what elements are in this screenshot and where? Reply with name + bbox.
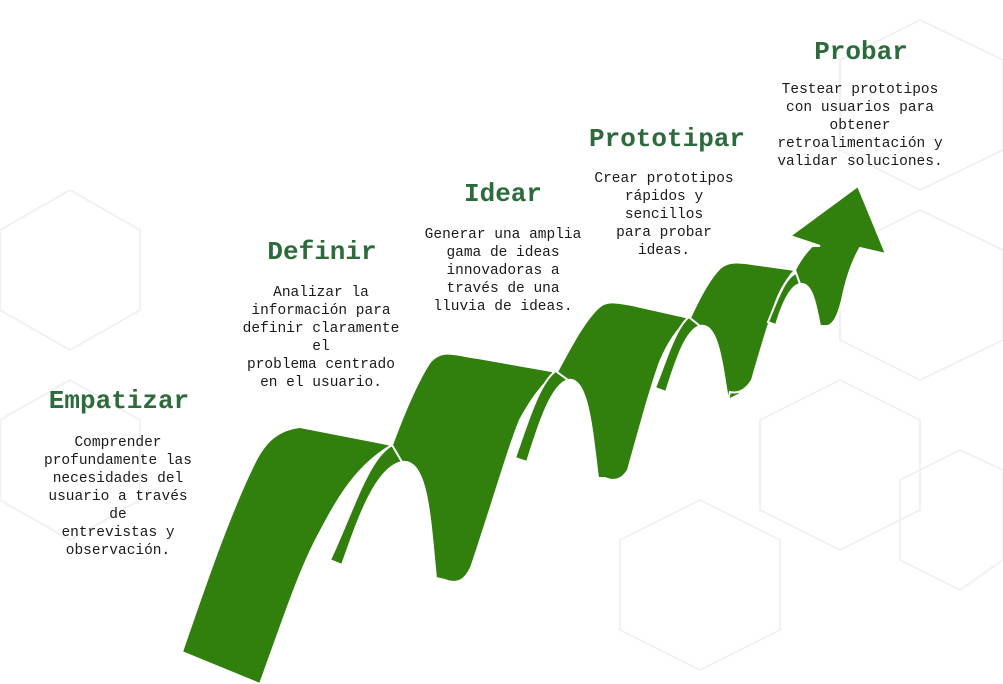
ribbon-segment-idear: [555, 301, 693, 481]
step-description-empatizar: Comprender profundamente las necesidades…: [44, 435, 192, 559]
step-description-definir: Analizar la información para definir cla…: [242, 285, 400, 391]
step-title-prototipar: Prototipar: [588, 124, 746, 154]
ribbon-segment-probar: [787, 184, 888, 327]
ribbon-segment-empatizar: [180, 425, 395, 684]
step-title-probar: Probar: [814, 37, 908, 67]
step-description-prototipar: Crear prototipos rápidos y sencillos par…: [594, 171, 734, 259]
step-description-idear: Generar una amplia gama de ideas innovad…: [424, 227, 582, 315]
step-title-definir: Definir: [267, 237, 377, 267]
step-description-probar: Testear prototipos con usuarios para obt…: [777, 82, 943, 170]
ribbon-segment-prototipar: [688, 261, 798, 401]
step-title-empatizar: Empatizar: [48, 386, 190, 416]
step-title-idear: Idear: [463, 179, 542, 209]
ribbon-segment-definir: [390, 352, 560, 583]
